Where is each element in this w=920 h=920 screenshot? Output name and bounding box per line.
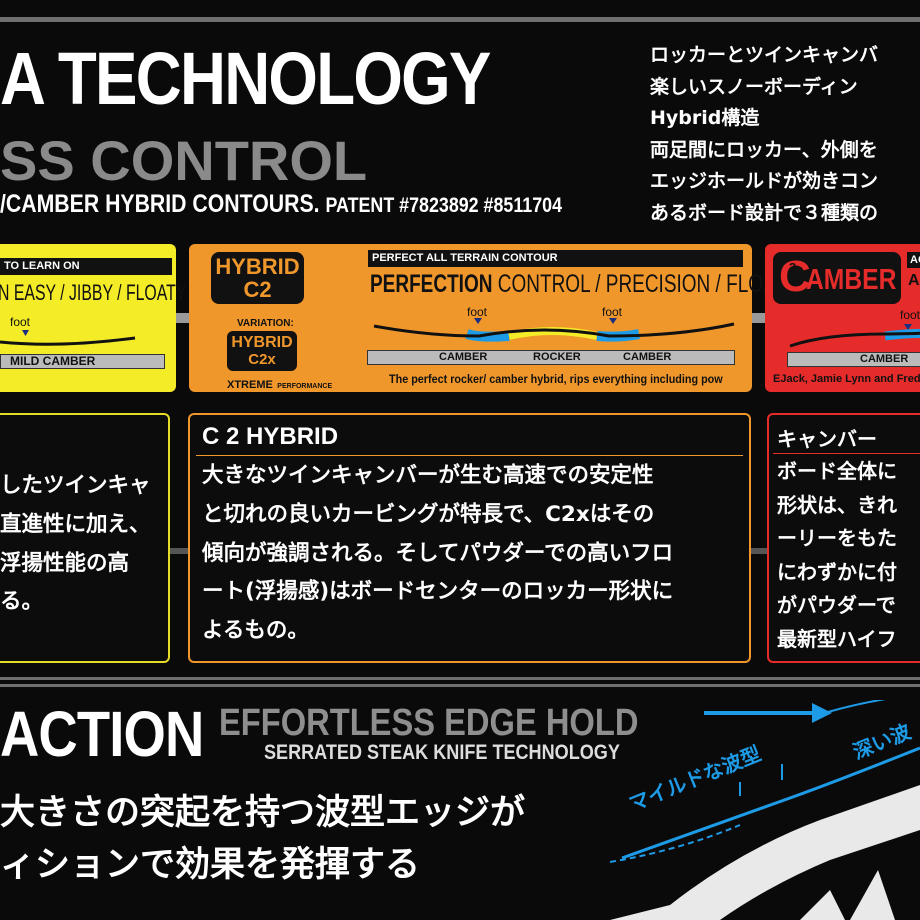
panel-caption: The perfect rocker/ camber hybrid, rips … — [389, 372, 723, 386]
top-stripe — [0, 17, 920, 22]
section-divider — [0, 677, 920, 680]
hybrid-c2-badge: HYBRID C2 — [211, 252, 304, 304]
xtreme-performance: XTREME PERFORMANCE — [227, 375, 332, 393]
description-line: 傾向が強調される。そしてパウダーでの高いフロ — [202, 540, 674, 566]
desc-connector — [751, 548, 767, 554]
performance-label: PERFORMANCE — [277, 383, 333, 390]
description-line: 大きなツインキャンバーが生む高速での安定性 — [202, 463, 654, 488]
description-line: ート(浮揚感)はボードセンターのロッカー形状に — [202, 579, 674, 605]
profile-bar — [0, 354, 165, 369]
description-center: C 2 HYBRID 大きなツインキャンバーが生む高速での安定性 と切れの良いカ… — [188, 413, 751, 663]
segment-label: CAMBER — [439, 351, 488, 363]
segment-label: ROCKER — [533, 351, 581, 363]
c3-camber-badge: C 3 AMBER — [773, 252, 901, 304]
page-title: A TECHNOLOGY — [0, 37, 491, 120]
badge-line2: C2 — [243, 277, 272, 302]
intro-line: あるボード設計で３種類の — [650, 201, 879, 224]
section-title: ACTION — [0, 698, 204, 770]
intro-japanese: ロッカーとツインキャンバ 楽しいスノーボーディン Hybrid構造 両足間にロッ… — [650, 40, 878, 229]
board-profile-icon — [0, 330, 136, 346]
description-line: ーリーをもた — [777, 526, 897, 550]
arrow-right-icon — [704, 703, 832, 723]
foot-label: foot — [900, 308, 920, 322]
hybrid-profile-icon — [373, 318, 735, 342]
description-body: 大きなツインキャンバーが生む高速での安定性 と切れの良いカービングが特長で、C2… — [202, 457, 673, 651]
description-divider — [773, 453, 920, 454]
panel-connector — [752, 313, 766, 323]
description-divider — [196, 455, 743, 456]
description-line: る。 — [0, 589, 44, 615]
description-left: したツインキャ 直進性に加え、 浮揚性能の高 る。 — [0, 413, 170, 663]
tagline-text: /CAMBER HYBRID CONTOURS. — [0, 190, 320, 218]
profile-bar — [787, 352, 920, 367]
variation-label: VARIATION: — [237, 318, 294, 329]
description-line: したツインキャ — [0, 473, 151, 498]
panel-connector — [176, 313, 190, 323]
serrated-edge-illustration — [609, 700, 920, 920]
section-divider — [0, 684, 920, 687]
description-body: ボード全体に 形状は、きれ ーリーをもた にわずかに付 がパウダーで 最新型ハイ… — [777, 455, 897, 656]
patent-text: PATENT #7823892 #8511704 — [325, 194, 562, 217]
panel-traits: N EASY / JIBBY / FLOATY — [0, 280, 187, 305]
badge-rest: AMBER — [806, 264, 897, 296]
segment-label: CAMBER — [623, 351, 672, 363]
profile-panel-right: C 3 AMBER AC AC foot CAMBER EJack, Jamie… — [765, 244, 920, 392]
foot-label: foot — [467, 305, 488, 319]
profile-panel-center: HYBRID C2 VARIATION: HYBRID C2x XTREME P… — [189, 244, 786, 393]
serrated-subheading: SERRATED STEAK KNIFE TECHNOLOGY — [264, 741, 620, 764]
badge-c: C — [779, 252, 811, 301]
description-title: C 2 HYBRID — [202, 423, 339, 450]
panel-banner: AC — [907, 252, 920, 268]
intro-line: 両足間にロッカー、外側を — [650, 138, 878, 161]
profile-label: MILD CAMBER — [10, 354, 96, 368]
riders-caption: EJack, Jamie Lynn and Fredi P — [773, 373, 920, 385]
traits-rest: CONTROL / PRECISION / FLOAT — [497, 270, 786, 298]
description-right: キャンバー ボード全体に 形状は、きれ ーリーをもた にわずかに付 がパウダーで… — [767, 413, 920, 663]
variation-badge-line2: C2x — [248, 351, 276, 368]
panel-banner: PERFECT ALL TERRAIN CONTOUR — [368, 250, 743, 267]
intro-line: 楽しいスノーボーディン — [650, 75, 858, 98]
description-line: よるもの。 — [202, 618, 309, 644]
description-body: したツインキャ 直進性に加え、 浮揚性能の高 る。 — [0, 467, 151, 622]
desc-connector — [170, 548, 188, 554]
tagline: /CAMBER HYBRID CONTOURS. PATENT #7823892… — [0, 190, 562, 219]
page-subtitle: SS CONTROL — [0, 129, 368, 192]
panel-traits: PERFECTION CONTROL / PRECISION / FLOAT — [370, 270, 786, 299]
profile-bar — [367, 350, 735, 365]
description-line: 浮揚性能の高 — [0, 550, 130, 576]
traits-bold: PERFECTION — [370, 270, 493, 298]
panel-banner: TO LEARN ON — [0, 258, 172, 275]
xtreme-label: XTREME — [227, 379, 273, 391]
profile-panel-left: TO LEARN ON N EASY / JIBBY / FLOATY foot… — [0, 244, 186, 392]
variation-badge-line1: HYBRID — [231, 334, 293, 351]
foot-label: foot — [602, 305, 623, 319]
badge-sup: 3 — [789, 260, 797, 275]
edge-description-line2: ィションで効果を発揮する — [0, 845, 421, 885]
intro-line: Hybrid構造 — [650, 107, 760, 129]
intro-line: エッジホールドが効きコン — [650, 170, 879, 192]
description-line: がパウダーで — [777, 593, 896, 617]
description-line: 直進性に加え、 — [0, 511, 151, 537]
camber-profile-icon — [789, 324, 920, 348]
description-line: と切れの良いカービングが特長で、C2xはその — [202, 501, 655, 527]
badge-line1: HYBRID — [215, 254, 300, 279]
description-title: キャンバー — [777, 427, 877, 451]
profile-label: CAMBER — [860, 353, 909, 365]
foot-label: foot — [10, 315, 31, 329]
description-line: 最新型ハイフ — [777, 626, 897, 651]
intro-line: ロッカーとツインキャンバ — [650, 44, 879, 66]
description-line: にわずかに付 — [777, 559, 897, 584]
panel-traits: AC — [908, 272, 920, 289]
edge-description-line1: 大きさの突起を持つ波型エッジが — [0, 793, 526, 833]
hybrid-c2x-badge: HYBRID C2x — [227, 331, 297, 371]
description-line: 形状は、きれ — [777, 492, 897, 517]
description-line: ボード全体に — [777, 459, 897, 483]
effortless-heading: EFFORTLESS EDGE HOLD — [219, 702, 639, 744]
